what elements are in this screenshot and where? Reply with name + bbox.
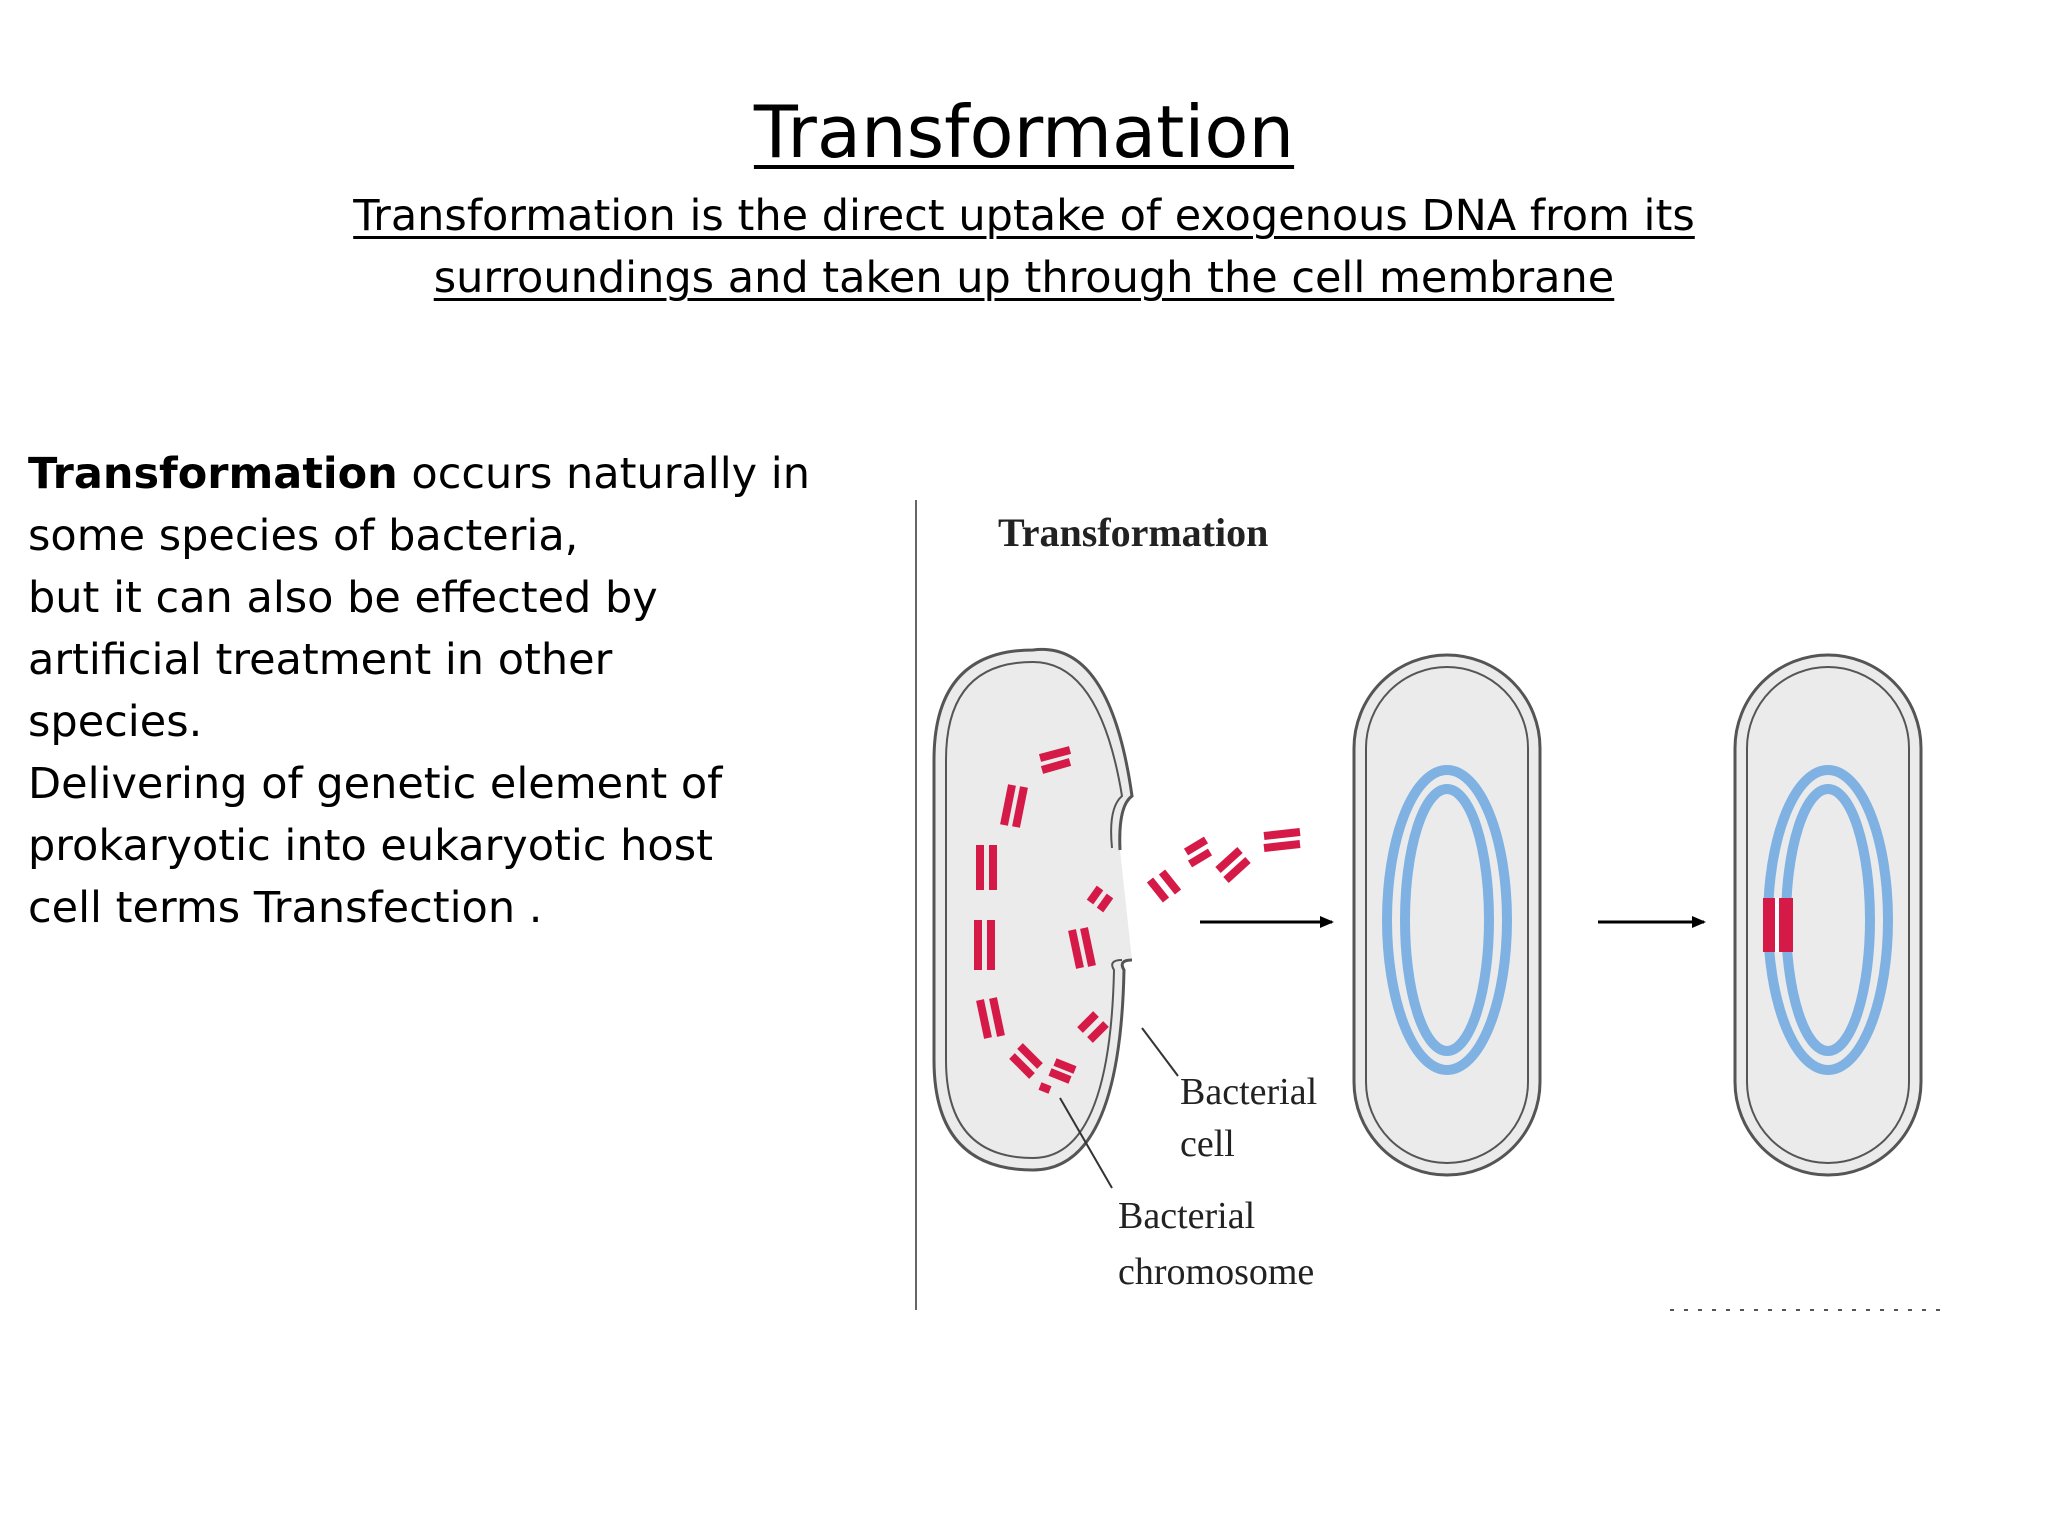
- cell-1-inner-wall: [945, 660, 1124, 1160]
- recipient-chromosome-inner: [1400, 784, 1494, 1056]
- body-line-8: cell terms Transfection .: [28, 883, 543, 933]
- body-text: Transformation occurs naturally in some …: [28, 443, 810, 939]
- body-line-7: prokaryotic into eukaryotic host: [28, 821, 713, 871]
- donor-dna-fragments: [974, 746, 1114, 1094]
- body-line-4: artificial treatment in other: [28, 635, 613, 685]
- cell-3-outer-wall: [1733, 653, 1923, 1177]
- body-line-2: some species of bacteria,: [28, 511, 579, 561]
- donor-bacterial-cell: [932, 647, 1134, 1172]
- free-dna-fragments: [1146, 828, 1301, 903]
- label-bacterial-chromosome-line2: chromosome: [1118, 1251, 1314, 1293]
- slide-subtitle: Transformation is the direct uptake of e…: [353, 191, 1695, 303]
- slide-title: Transformation: [753, 90, 1295, 174]
- transformation-diagram: Transformation: [900, 490, 1960, 1320]
- cell-2-outer-wall: [1352, 653, 1542, 1177]
- transformation-diagram-svg: Transformation: [915, 500, 1950, 1311]
- body-line-3: but it can also be effected by: [28, 573, 658, 623]
- body-line-1: Transformation occurs naturally in: [28, 443, 810, 505]
- body-line-5: species.: [28, 697, 203, 747]
- chromosome-label-leader: [1059, 1097, 1113, 1189]
- integrated-dna-gap: [1775, 898, 1779, 952]
- body-line-6: Delivering of genetic element of: [28, 759, 723, 809]
- body-term: Transformation: [28, 449, 398, 499]
- recipient-bacterial-cell: [1352, 653, 1542, 1177]
- cell-label-leader: [1141, 1027, 1179, 1077]
- label-bacterial-cell-line1: Bacterial: [1180, 1071, 1317, 1113]
- label-bacterial-cell-line2: cell: [1180, 1123, 1235, 1165]
- body-line-1-rest: occurs naturally in: [397, 449, 810, 499]
- label-bacterial-chromosome-line1: Bacterial: [1118, 1195, 1255, 1237]
- cell-3-inner-wall: [1746, 666, 1910, 1164]
- cell-2-inner-wall: [1365, 666, 1529, 1164]
- recipient-chromosome-outer: [1382, 765, 1512, 1075]
- diagram-heading: Transformation: [998, 510, 1268, 555]
- cell-1-outer-wall: [932, 647, 1134, 1172]
- transformed-bacterial-cell: [1733, 653, 1923, 1177]
